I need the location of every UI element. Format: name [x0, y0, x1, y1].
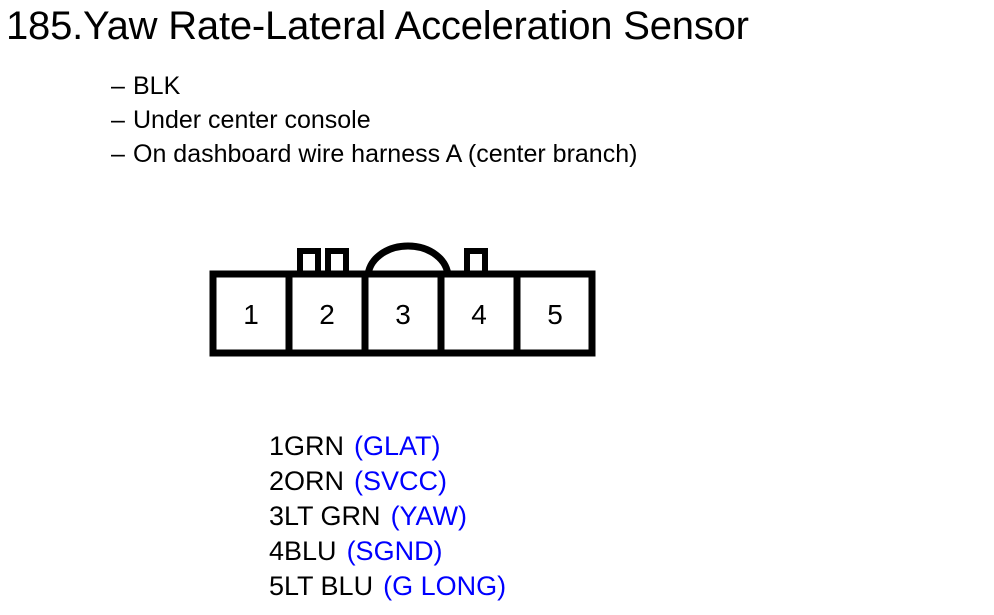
connector-svg: 1 2 3 4 5 — [209, 242, 596, 357]
pin-legend-row: 5LT BLU (G LONG) — [269, 569, 869, 604]
connector-diagram: 1 2 3 4 5 — [205, 240, 605, 365]
note-text: On dashboard wire harness A (center bran… — [133, 140, 638, 168]
notes-list: – BLK – Under center console – On dashbo… — [111, 69, 911, 171]
pin-wire-color: LT BLU — [284, 571, 374, 601]
note-item: – BLK — [111, 69, 911, 103]
pin-wire-color: GRN — [284, 431, 345, 461]
pin-signal-name: (GLAT) — [354, 431, 441, 461]
connector-pin-number: 4 — [471, 299, 487, 330]
pin-id: 5 — [269, 571, 285, 601]
connector-pin-number: 2 — [319, 299, 335, 330]
note-text: Under center console — [133, 106, 371, 134]
pin-wire-color: BLU — [284, 536, 337, 566]
pin-signal-name: (YAW) — [390, 501, 468, 531]
connector-pin-number: 1 — [243, 299, 259, 330]
pin-id: 2 — [269, 466, 285, 496]
pin-wire-color: LT GRN — [284, 501, 381, 531]
connector-pin-number: 5 — [547, 299, 563, 330]
connector-body — [209, 270, 596, 357]
pin-legend-list: 1GRN (GLAT) 2ORN (SVCC) 3LT GRN (YAW) 4BLU (… — [269, 429, 869, 604]
pin-legend-row: 4BLU (SGND) — [269, 534, 869, 569]
connector-cell-dividers — [285, 274, 521, 353]
dash-bullet-icon: – — [111, 106, 125, 134]
connector-arch-icon — [364, 242, 452, 278]
pin-id: 1 — [269, 431, 285, 461]
pin-signal-name: (SGND) — [346, 536, 443, 566]
pin-signal-name: (SVCC) — [354, 466, 448, 496]
page-title: 185.Yaw Rate-Lateral Acceleration Sensor — [6, 4, 749, 48]
pin-legend-row: 2ORN (SVCC) — [269, 464, 869, 499]
connector-pin-number: 3 — [395, 299, 411, 330]
dash-bullet-icon: – — [111, 140, 125, 168]
pin-legend-row: 3LT GRN (YAW) — [269, 499, 869, 534]
note-text: BLK — [133, 72, 181, 100]
dash-bullet-icon: – — [111, 72, 125, 100]
pin-legend-row: 1GRN (GLAT) — [269, 429, 869, 464]
pin-id: 3 — [269, 501, 285, 531]
note-item: – On dashboard wire harness A (center br… — [111, 137, 911, 171]
pin-wire-color: ORN — [284, 466, 345, 496]
pin-signal-name: (G LONG) — [383, 571, 507, 601]
pin-id: 4 — [269, 536, 285, 566]
note-item: – Under center console — [111, 103, 911, 137]
